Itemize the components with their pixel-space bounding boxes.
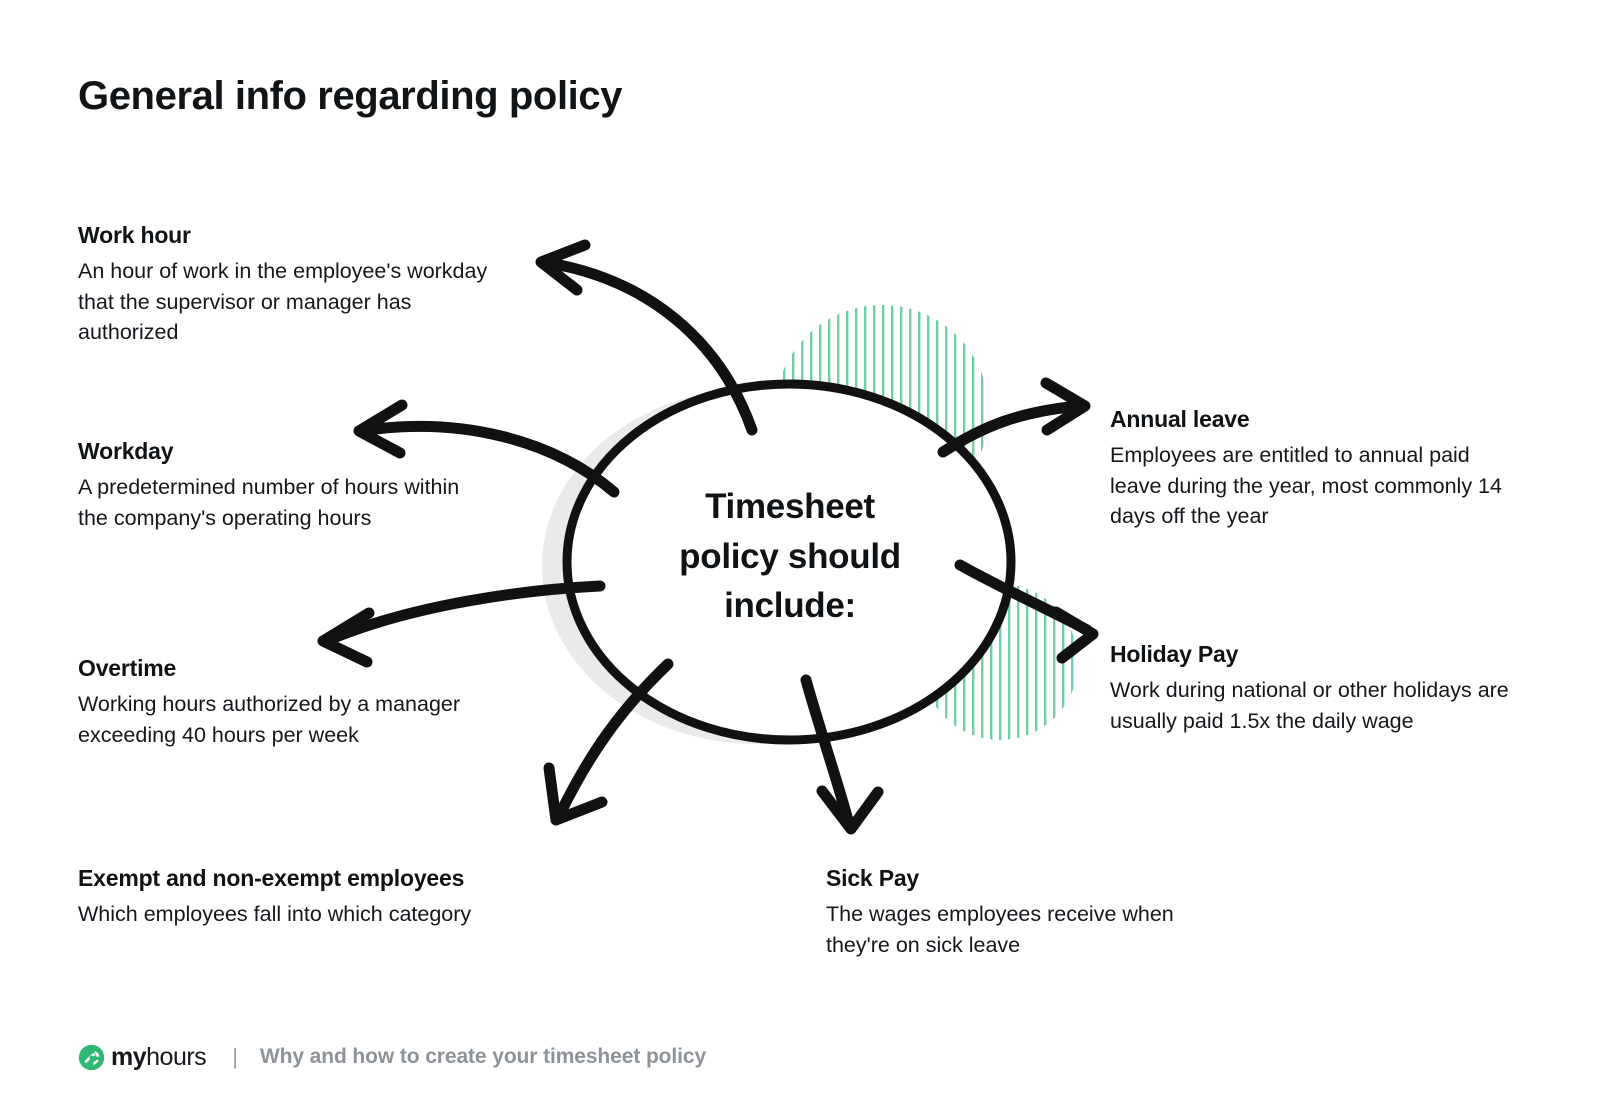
node-work-hour-desc: An hour of work in the employee's workda…	[78, 259, 488, 345]
arrow-to-annual-leave	[937, 377, 1091, 458]
node-exempt-employees-title: Exempt and non-exempt employees	[78, 865, 464, 896]
node-workday-title: Workday	[78, 438, 174, 469]
arrow-to-overtime	[317, 580, 606, 668]
node-exempt-employees-desc: Which employees fall into which category	[78, 902, 472, 927]
node-sick-pay-title: Sick Pay	[826, 865, 919, 896]
myhours-logo-icon	[78, 1044, 105, 1070]
node-overtime-title: Overtime	[78, 655, 176, 686]
node-overtime: Overtime Working hours authorized by a m…	[78, 655, 478, 750]
node-sick-pay: Sick Pay The wages employees receive whe…	[826, 865, 1206, 960]
node-holiday-pay-title: Holiday Pay	[1110, 641, 1238, 672]
center-label-line-1: Timesheet	[705, 487, 875, 526]
footer-brand-bold: my	[111, 1042, 147, 1071]
node-work-hour: Work hour An hour of work in the employe…	[78, 222, 508, 348]
node-workday: Workday A predetermined number of hours …	[78, 438, 478, 533]
node-overtime-desc: Working hours authorized by a manager ex…	[78, 692, 461, 747]
node-sick-pay-desc: The wages employees receive when they're…	[826, 902, 1174, 957]
arrow-to-work-hour	[535, 239, 758, 436]
center-label-line-3: include:	[724, 586, 856, 626]
node-holiday-pay-desc: Work during national or other holidays a…	[1110, 678, 1509, 733]
node-annual-leave-title: Annual leave	[1110, 406, 1250, 437]
node-exempt-employees: Exempt and non-exempt employees Which em…	[78, 865, 618, 930]
node-annual-leave-desc: Employees are entitled to annual paid le…	[1110, 443, 1502, 529]
node-workday-desc: A predetermined number of hours within t…	[78, 475, 460, 530]
page-title: General info regarding policy	[78, 74, 623, 118]
node-annual-leave: Annual leave Employees are entitled to a…	[1110, 406, 1510, 532]
footer-brand-light: hours	[146, 1042, 207, 1071]
footer-caption: Why and how to create your timesheet pol…	[259, 1045, 707, 1068]
node-work-hour-title: Work hour	[78, 222, 191, 253]
node-holiday-pay: Holiday Pay Work during national or othe…	[1110, 641, 1510, 736]
footer-separator: |	[232, 1044, 238, 1069]
arrow-to-sick-pay	[800, 674, 884, 835]
center-label-line-2: policy should	[679, 536, 901, 576]
arrow-to-exempt-employees	[543, 658, 674, 826]
center-label: Timesheet policy should include:	[600, 482, 980, 631]
